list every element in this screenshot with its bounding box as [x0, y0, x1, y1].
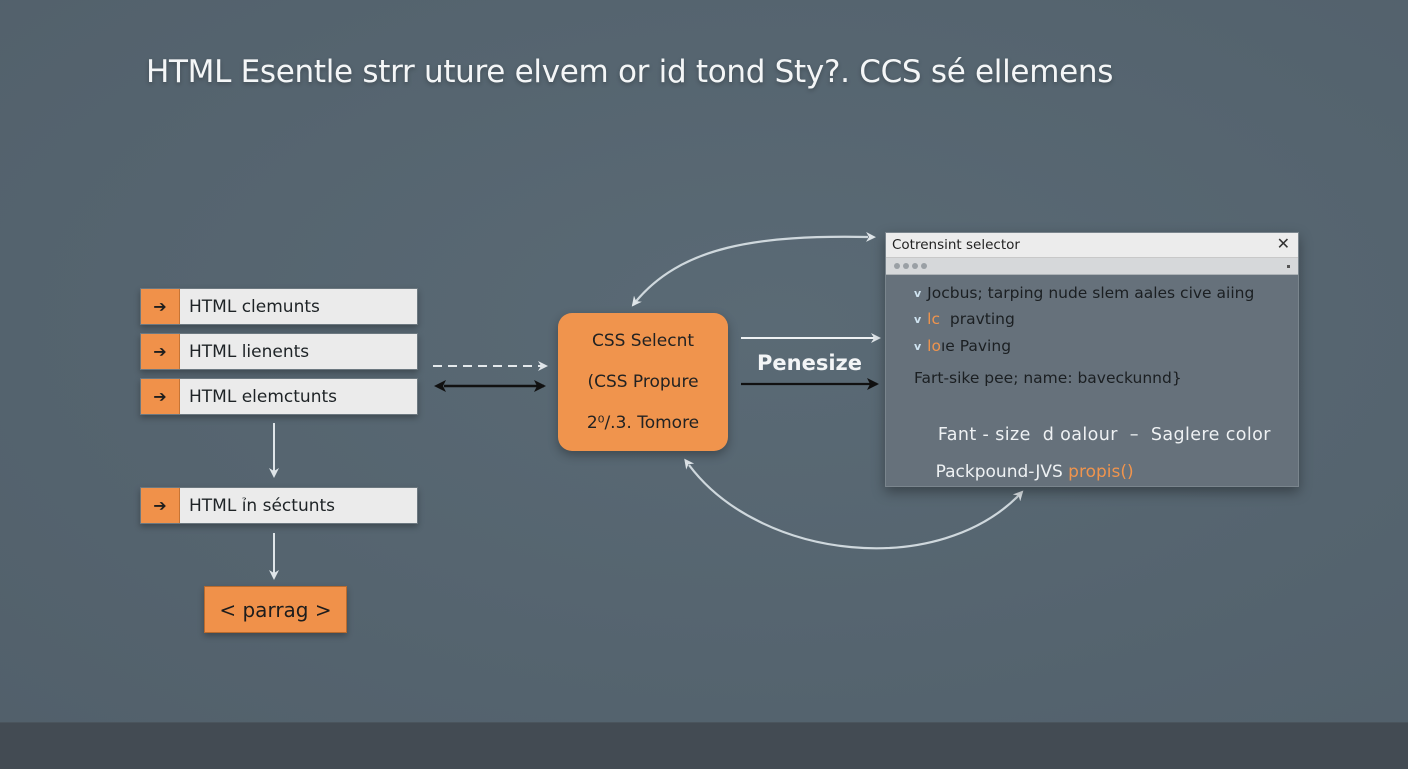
html-section-item[interactable]: ➔ HTML ỉn séctunts — [140, 487, 418, 524]
window-toolbar — [886, 258, 1298, 275]
tree-prefix: lo — [927, 337, 941, 355]
close-icon[interactable]: ✕ — [1276, 236, 1290, 253]
tree-text: ıe Paving — [940, 337, 1012, 355]
item-label: HTML lienents — [189, 341, 310, 362]
more-dots-icon[interactable] — [894, 263, 927, 269]
chevron-down-icon[interactable]: v — [914, 286, 922, 300]
arrow-right-icon: ➔ — [141, 488, 180, 523]
property-text: Fant - size d oalour – Saglere color — [937, 425, 1271, 445]
window-titlebar: Cotrensint selector ✕ — [886, 233, 1298, 258]
item-label: HTML elemctunts — [189, 386, 337, 407]
tree-row[interactable]: v lo ıe Paving — [914, 337, 1011, 355]
property-text: Packpound-JVS — [935, 462, 1069, 482]
css-selector-node[interactable]: CSS Selecnt (CSS Propure 2⁰/.3. Tomore — [558, 313, 728, 451]
arrow-right-icon: ➔ — [141, 379, 180, 414]
item-label: HTML clemunts — [189, 296, 320, 317]
diagram-title: HTML Esentle strr uture elvem or id tond… — [146, 54, 1114, 90]
tree-prefix: lc — [927, 310, 941, 328]
paragraph-tag-node[interactable]: < parrag > — [204, 586, 347, 633]
center-line: CSS Selecnt — [591, 331, 695, 352]
center-line: 2⁰/.3. Tomore — [586, 412, 700, 433]
center-line: (CSS Propure — [587, 371, 699, 392]
property-row: Fant - size d oalour – Saglere color — [914, 405, 1271, 465]
chevron-down-icon[interactable]: v — [914, 339, 922, 353]
connector-label: Penesize — [757, 351, 862, 375]
html-element-item[interactable]: ➔ HTML elemctunts — [140, 378, 418, 415]
footer-band — [0, 722, 1408, 769]
tree-row[interactable]: v Jocbus; tarping nude slem aales cive a… — [914, 284, 1254, 302]
html-element-item[interactable]: ➔ HTML lienents — [140, 333, 418, 370]
property-text: Fart-sike pee; name: baveckunnd} — [914, 369, 1182, 387]
arrow-right-icon: ➔ — [141, 289, 180, 324]
item-label: HTML ỉn séctunts — [189, 495, 336, 516]
chevron-down-icon[interactable]: v — [914, 312, 922, 326]
property-highlight: propis() — [1068, 462, 1134, 482]
tree-text: Jocbus; tarping nude slem aales cive aii… — [927, 284, 1255, 302]
selector-window: Cotrensint selector ✕ v Jocbus; tarping … — [885, 232, 1299, 487]
property-row: Packpound-JVS propis() — [914, 442, 1134, 502]
property-row: Fart-sike pee; name: baveckunnd} — [914, 369, 1182, 387]
toolbar-handle — [1287, 264, 1290, 268]
html-element-item[interactable]: ➔ HTML clemunts — [140, 288, 418, 325]
tree-row[interactable]: v lc pravting — [914, 310, 1015, 328]
window-title: Cotrensint selector — [892, 237, 1020, 253]
tree-text: pravting — [940, 310, 1015, 328]
arrow-right-icon: ➔ — [141, 334, 180, 369]
